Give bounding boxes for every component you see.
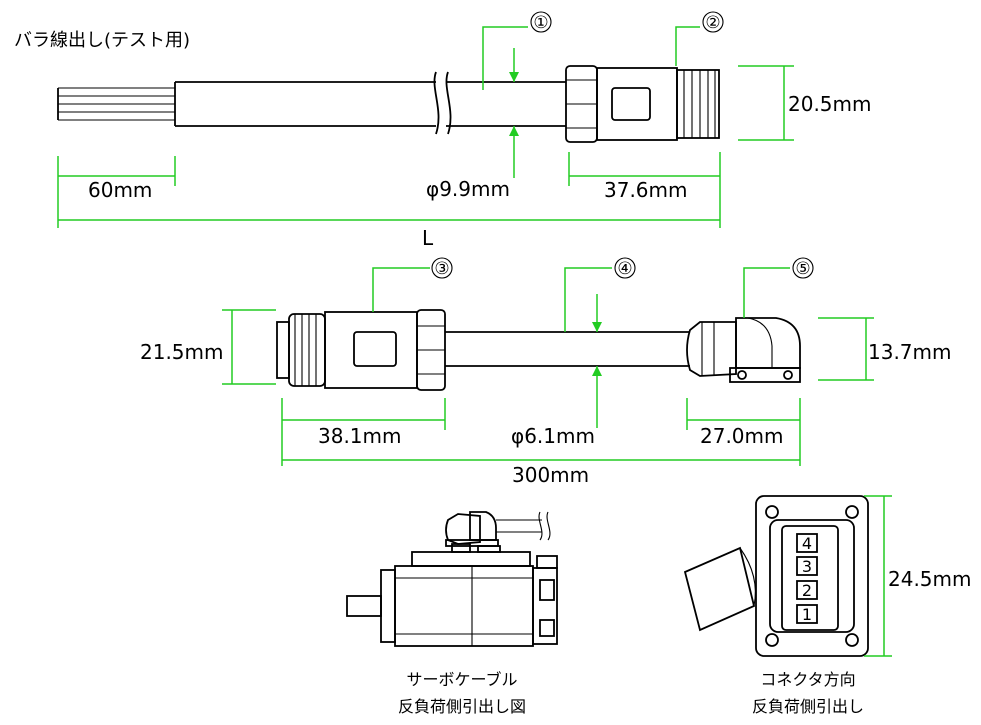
callout-1: ① — [533, 13, 548, 33]
servo-motor-view — [346, 511, 558, 647]
face-caption-line1: コネクタ方向 — [760, 670, 855, 689]
dim-connector3-height: 21.5mm — [140, 340, 224, 364]
connector-3 — [276, 309, 446, 391]
middle-dimensions: ③ ④ ⑤ — [222, 257, 874, 466]
connector-5 — [686, 317, 801, 383]
callout-5-circle — [792, 257, 814, 279]
dim-connector1-height: 20.5mm — [788, 92, 872, 116]
callout-4: ④ — [617, 259, 632, 279]
callout-2-circle — [702, 11, 724, 33]
drawing-title: バラ線出し(テスト用) — [14, 30, 190, 51]
top-cable-assembly — [57, 65, 720, 143]
dim-cable2-length: 300mm — [512, 463, 589, 487]
callout-3-circle — [431, 257, 453, 279]
top-dimensions: ① ② — [57, 11, 794, 228]
pin-3: 3 — [802, 557, 812, 576]
dim-overall-length: L — [422, 226, 434, 250]
dim-face-height: 24.5mm — [888, 567, 972, 591]
callout-5: ⑤ — [795, 259, 810, 279]
face-dimension — [864, 495, 892, 657]
dim-strip-length: 60mm — [88, 178, 152, 202]
connector-face-view — [683, 495, 869, 657]
middle-cable-assembly — [276, 309, 801, 391]
pin-2: 2 — [802, 581, 812, 600]
callout-2: ② — [705, 13, 720, 33]
dim-connector5-length: 27.0mm — [700, 424, 784, 448]
callout-4-circle — [614, 257, 636, 279]
callout-3: ③ — [434, 259, 449, 279]
callout-1-circle — [530, 11, 552, 33]
stripped-wires — [57, 87, 175, 121]
cable-jacket-top — [174, 71, 566, 135]
face-caption-line2: 反負荷側引出し — [752, 697, 864, 716]
pin-1: 1 — [802, 605, 812, 624]
dim-connector3-length: 38.1mm — [318, 424, 402, 448]
connector-1 — [565, 65, 720, 143]
dim-cable1-diameter: φ9.9mm — [426, 177, 510, 201]
pin-4: 4 — [802, 534, 812, 553]
dim-cable2-diameter: φ6.1mm — [511, 424, 595, 448]
motor-caption-line2: 反負荷側引出し図 — [398, 697, 526, 716]
motor-caption-line1: サーボケーブル — [406, 670, 517, 689]
dim-connector1-length: 37.6mm — [604, 178, 688, 202]
dim-connector5-height: 13.7mm — [868, 340, 952, 364]
